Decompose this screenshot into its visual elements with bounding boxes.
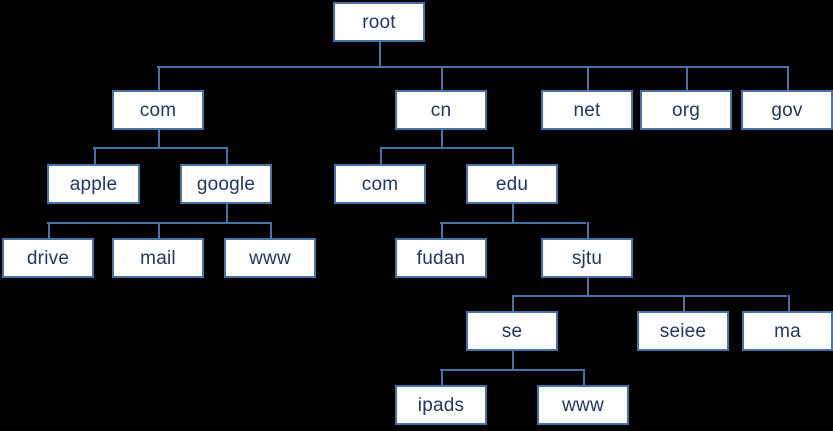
edge-drop-cn-to-edu bbox=[512, 147, 514, 164]
tree-node-seiee[interactable]: seiee bbox=[637, 311, 729, 351]
tree-node-org[interactable]: org bbox=[640, 90, 732, 130]
edge-drop-root-to-org bbox=[686, 66, 688, 90]
edge-drop-se-to-ipads bbox=[441, 369, 443, 385]
tree-node-net[interactable]: net bbox=[541, 90, 633, 130]
edge-bus-se bbox=[440, 369, 583, 371]
edge-bus-sjtu bbox=[512, 295, 787, 297]
edge-drop-com-to-google bbox=[226, 147, 228, 164]
edge-stem-se bbox=[512, 351, 514, 369]
edge-drop-root-to-cn bbox=[441, 66, 443, 90]
edge-bus-edu bbox=[440, 222, 586, 224]
tree-node-mail[interactable]: mail bbox=[112, 238, 204, 278]
edge-drop-edu-to-fudan bbox=[441, 222, 443, 238]
edge-drop-edu-to-sjtu bbox=[587, 222, 589, 238]
edge-drop-google-to-mail bbox=[158, 222, 160, 238]
edge-drop-root-to-com bbox=[158, 66, 160, 90]
edge-stem-root bbox=[379, 42, 381, 66]
tree-node-cn-com[interactable]: com bbox=[334, 164, 426, 204]
edge-stem-edu bbox=[512, 204, 514, 222]
tree-node-gov[interactable]: gov bbox=[741, 90, 833, 130]
tree-node-google[interactable]: google bbox=[180, 164, 272, 204]
edge-drop-se-to-www-se bbox=[583, 369, 585, 385]
edge-bus-cn bbox=[380, 147, 512, 149]
edge-drop-root-to-gov bbox=[787, 66, 789, 90]
edge-bus-com bbox=[93, 147, 226, 149]
edge-drop-cn-to-cn-com bbox=[380, 147, 382, 164]
edge-drop-google-to-www-google bbox=[270, 222, 272, 238]
tree-node-www-se[interactable]: www bbox=[537, 385, 629, 425]
tree-node-ma[interactable]: ma bbox=[742, 311, 833, 351]
edge-drop-sjtu-to-se bbox=[512, 295, 514, 311]
edge-bus-root bbox=[157, 66, 787, 68]
edge-drop-sjtu-to-ma bbox=[788, 295, 790, 311]
edge-drop-com-to-apple bbox=[94, 147, 96, 164]
edge-stem-sjtu bbox=[587, 278, 589, 295]
edge-stem-google bbox=[226, 204, 228, 222]
tree-node-cn[interactable]: cn bbox=[395, 90, 487, 130]
tree-node-ipads[interactable]: ipads bbox=[395, 385, 487, 425]
edge-stem-cn bbox=[441, 130, 443, 147]
edge-stem-com bbox=[158, 130, 160, 147]
tree-node-se[interactable]: se bbox=[466, 311, 558, 351]
tree-node-root[interactable]: root bbox=[333, 2, 425, 42]
tree-node-fudan[interactable]: fudan bbox=[395, 238, 487, 278]
edge-drop-root-to-net bbox=[587, 66, 589, 90]
tree-node-edu[interactable]: edu bbox=[466, 164, 558, 204]
edge-drop-sjtu-to-seiee bbox=[683, 295, 685, 311]
tree-node-com[interactable]: com bbox=[112, 90, 204, 130]
tree-node-drive[interactable]: drive bbox=[2, 238, 94, 278]
tree-node-sjtu[interactable]: sjtu bbox=[541, 238, 633, 278]
tree-node-apple[interactable]: apple bbox=[47, 164, 140, 204]
edge-drop-google-to-drive bbox=[48, 222, 50, 238]
tree-node-www-google[interactable]: www bbox=[224, 238, 316, 278]
